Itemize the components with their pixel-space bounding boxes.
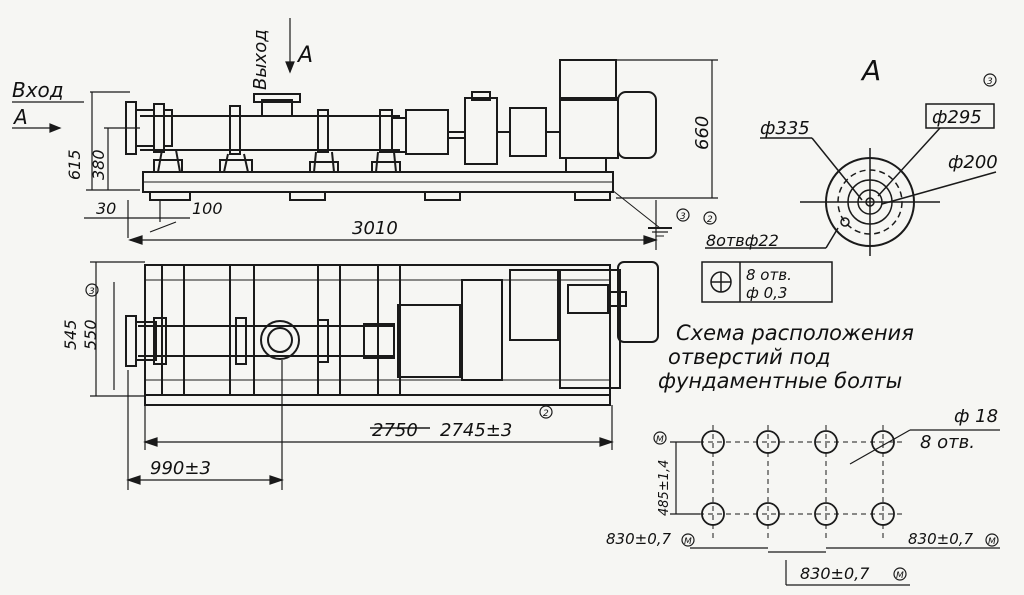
scheme-title-line2: отверстий под [668, 345, 831, 369]
foot [574, 191, 611, 201]
inlet-arrow-label: A [12, 105, 28, 129]
bolt-count-label: 8 отв. [920, 432, 975, 453]
motor-terminal-box [559, 59, 617, 101]
pipe-flange [317, 109, 329, 153]
bolt-hole-scheme [670, 425, 1000, 586]
dim-dia-335: ф335 [760, 118, 810, 139]
dim-660: 660 [692, 116, 713, 150]
motor-top [559, 269, 621, 389]
dim-2745: 2745±3 [440, 420, 512, 441]
dim-990: 990±3 [150, 458, 211, 479]
foot [289, 191, 326, 201]
m-mark: M [656, 435, 664, 445]
foot [149, 191, 191, 201]
dim-100: 100 [192, 199, 223, 218]
dim-380: 380 [89, 149, 108, 180]
dim-615: 615 [65, 149, 84, 180]
m-mark: M [988, 537, 996, 547]
pitch-right-label: 830±0,7 [908, 530, 974, 548]
tolerance-count: 8 отв. [746, 266, 792, 284]
pitch-left-label: 830±0,7 [606, 530, 672, 548]
view-a-flange [705, 127, 997, 256]
pitch-vertical-label: 485±1,4 [657, 460, 672, 516]
position-tolerance-frame [701, 261, 833, 303]
revision-mark: 2 [543, 409, 549, 419]
revision-mark: 3 [987, 77, 993, 87]
pipe-flange [229, 105, 241, 155]
top-view-dimensions [90, 261, 614, 490]
bolt-dia-label: ф 18 [954, 406, 998, 427]
revision-marks [85, 73, 999, 581]
m-mark: M [896, 571, 904, 581]
outlet-flange [253, 93, 301, 103]
tolerance-value: ф 0,3 [746, 284, 787, 302]
motor-fan-cover [617, 91, 657, 159]
dim-dia-295: ф295 [932, 107, 982, 128]
motor-body [559, 97, 619, 159]
outlet-nozzle [261, 99, 293, 117]
outlet-label: Выход [250, 29, 271, 90]
gearbox-top [461, 279, 503, 381]
top-view [125, 261, 659, 406]
dim-3010: 3010 [352, 218, 398, 239]
dim-dia-200: ф200 [948, 152, 998, 173]
gearbox [464, 97, 498, 165]
bearing-housing [405, 109, 449, 155]
revision-mark: 2 [707, 215, 713, 225]
scheme-title-line1: Схема расположения [676, 321, 914, 345]
foot [424, 191, 461, 201]
m-mark: M [684, 537, 692, 547]
inlet-label: Вход [12, 78, 64, 102]
bearing-housing-top [397, 304, 461, 378]
scheme-title-line3: фундаментные болты [658, 369, 902, 393]
dim-30: 30 [96, 199, 116, 218]
dim-545: 545 [61, 319, 80, 350]
outlet-nozzle-top [260, 320, 300, 360]
revision-mark: 3 [89, 287, 95, 297]
revision-mark: 3 [680, 212, 686, 222]
pitch-bottom-label: 830±0,7 [800, 564, 870, 583]
holes-note: 8отвф22 [706, 231, 779, 250]
dim-2750-crossed: 2750 [372, 420, 418, 441]
outlet-arrow-label: A [296, 43, 313, 68]
dim-550: 550 [81, 319, 100, 350]
side-view-dimensions [12, 18, 718, 250]
motor-fan-top [617, 261, 659, 343]
view-a-title: A [860, 54, 881, 87]
coupling-housing [509, 107, 547, 157]
